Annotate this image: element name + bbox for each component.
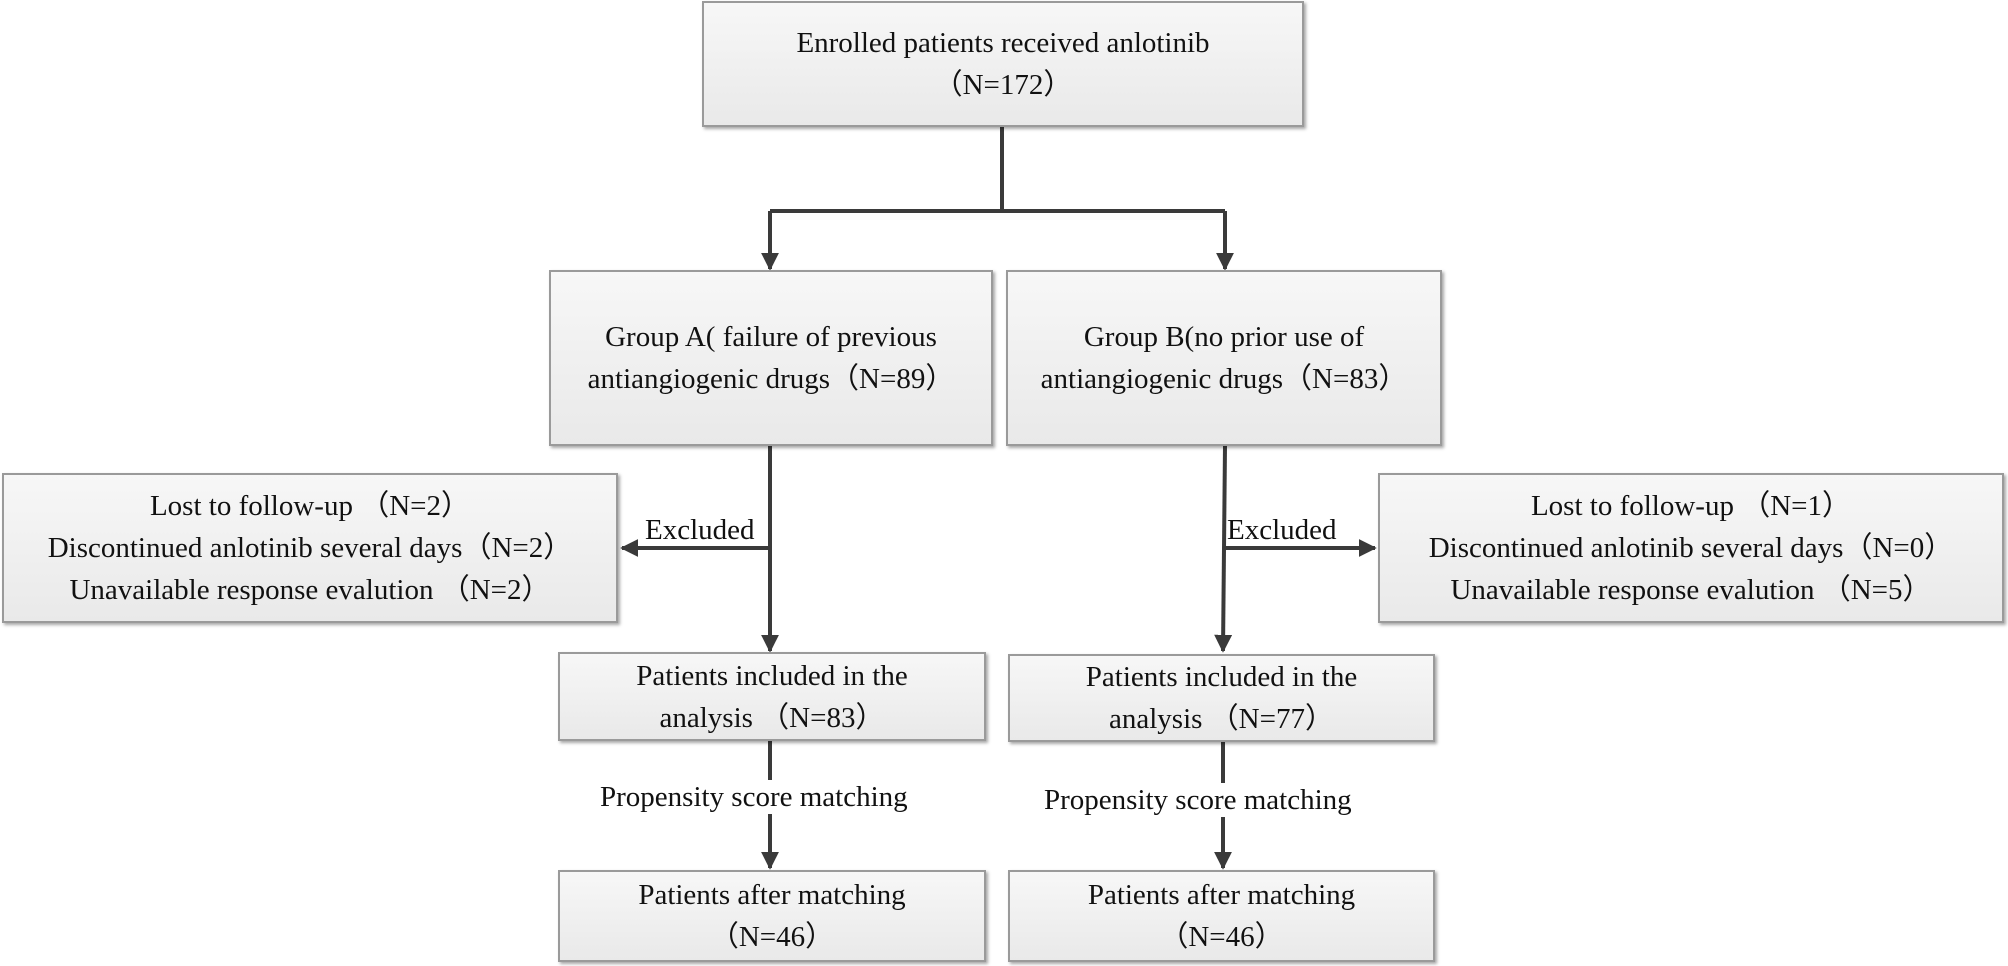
excluded-b-box: Lost to follow-up （N=1） Discontinued anl… <box>1378 473 2004 623</box>
analysis-b-box: Patients included in the analysis （N=77） <box>1008 654 1435 742</box>
excluded-a-lost: Lost to follow-up （N=2） <box>149 490 471 522</box>
excluded-a-box: Lost to follow-up （N=2） Discontinued anl… <box>2 473 618 623</box>
group-b-title: Group B(no prior use of <box>1083 321 1365 353</box>
matched-a-box: Patients after matching （N=46） <box>558 870 986 962</box>
group-a-title: Group A( failure of previous <box>605 321 937 353</box>
psm-b-label: Propensity score matching <box>1042 783 1354 817</box>
enrolled-count: （N=172） <box>933 69 1073 101</box>
excluded-a-discontinued: Discontinued anlotinib several days（N=2） <box>47 532 573 564</box>
analysis-b-count: analysis （N=77） <box>1109 703 1334 735</box>
analysis-a-box: Patients included in the analysis （N=83） <box>558 652 986 741</box>
matched-a-count: （N=46） <box>709 921 835 953</box>
psm-a-label: Propensity score matching <box>598 780 910 814</box>
enrolled-title: Enrolled patients received anlotinib <box>796 27 1210 59</box>
matched-b-count: （N=46） <box>1159 921 1284 953</box>
analysis-b-title: Patients included in the <box>1085 661 1358 693</box>
excluded-a-label: Excluded <box>645 514 755 546</box>
group-b-box: Group B(no prior use of antiangiogenic d… <box>1006 270 1442 446</box>
excluded-b-lost: Lost to follow-up （N=1） <box>1530 490 1852 522</box>
enrolled-box: Enrolled patients received anlotinib （N=… <box>702 1 1304 127</box>
group-a-count: antiangiogenic drugs（N=89） <box>587 363 955 395</box>
analysis-a-title: Patients included in the <box>636 659 908 692</box>
arrow-group-b-to-analysis <box>1214 445 1233 653</box>
group-a-box: Group A( failure of previous antiangioge… <box>549 270 993 446</box>
excluded-b-unavailable: Unavailable response evalution （N=5） <box>1450 574 1932 606</box>
excluded-b-label: Excluded <box>1227 514 1337 546</box>
matched-b-title: Patients after matching <box>1087 879 1356 911</box>
excluded-a-unavailable: Unavailable response evalution （N=2） <box>69 574 551 606</box>
matched-b-box: Patients after matching （N=46） <box>1008 870 1435 962</box>
excluded-b-discontinued: Discontinued anlotinib several days（N=0） <box>1428 532 1954 564</box>
group-b-count: antiangiogenic drugs（N=83） <box>1040 363 1408 395</box>
analysis-a-count: analysis （N=83） <box>659 701 885 734</box>
matched-a-title: Patients after matching <box>638 879 906 911</box>
